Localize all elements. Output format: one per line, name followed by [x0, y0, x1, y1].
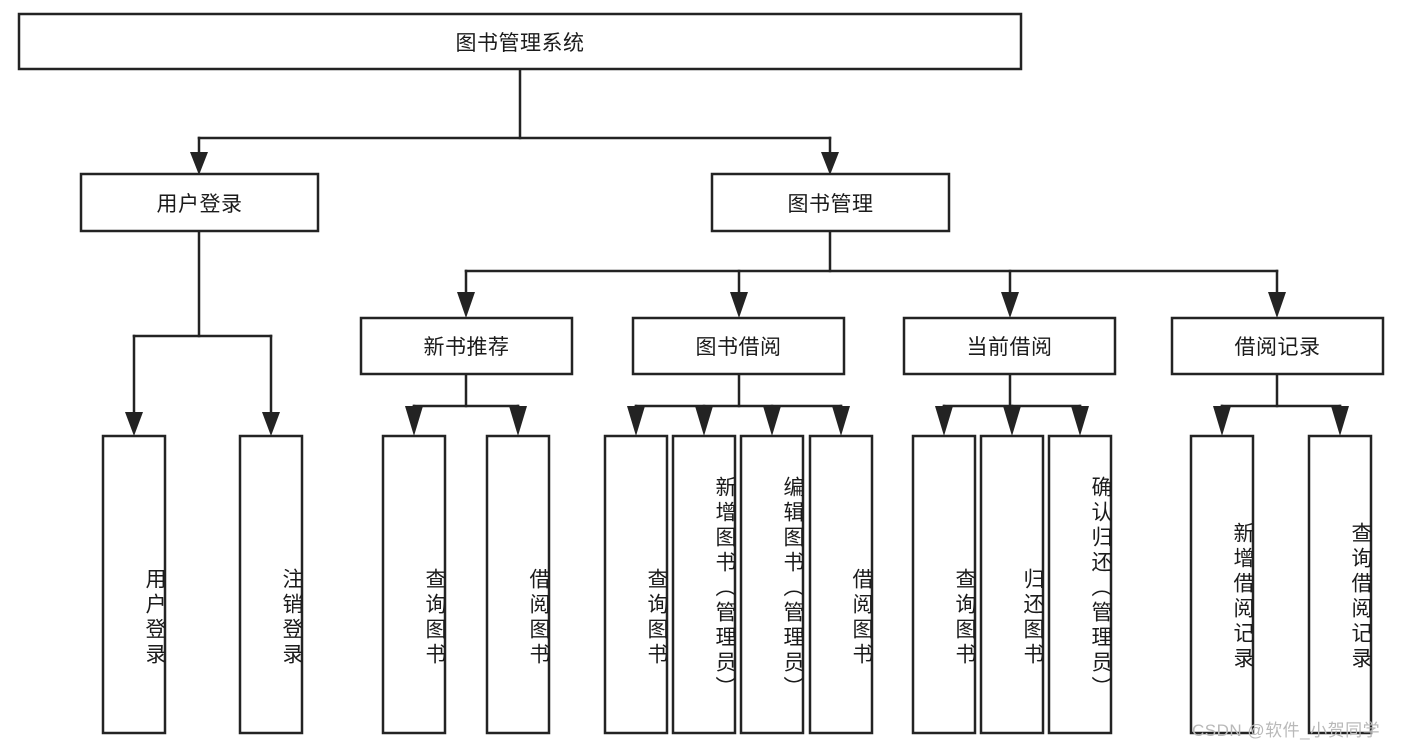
node-box-leaf-confirm-return[interactable]	[1047, 434, 1113, 735]
label-new-book-recommend: 新书推荐	[423, 336, 510, 359]
arrow-head-leaf-query-book-1	[405, 406, 423, 436]
arrow-head-leaf-add-book	[695, 406, 713, 436]
label-current-borrow: 当前借阅	[966, 336, 1053, 359]
connector-group-book-mgmt	[457, 229, 1286, 318]
label-user-login: 用户登录	[156, 192, 243, 216]
arrow-head-current-borrow	[1001, 292, 1019, 318]
arrow-head-leaf-user-login	[125, 412, 143, 436]
arrow-head-new-book-recommend	[457, 292, 475, 318]
label-leaf-logout: 注销登录	[280, 568, 302, 668]
connector-group-user-login	[125, 229, 280, 436]
node-box-leaf-return-book[interactable]	[979, 434, 1045, 735]
label-leaf-borrow-book-1: 借阅图书	[527, 568, 549, 668]
node-box-leaf-borrow-book-1[interactable]	[485, 434, 551, 735]
arrow-head-leaf-query-record	[1331, 406, 1349, 436]
arrow-head-leaf-query-book-3	[935, 406, 953, 436]
label-leaf-add-book: 新增图书（管理员）	[713, 475, 735, 701]
node-box-user-login[interactable]	[79, 172, 320, 233]
arrow-head-leaf-confirm-return	[1071, 406, 1089, 436]
label-leaf-query-book-3: 查询图书	[953, 568, 975, 668]
label-root: 图书管理系统	[455, 31, 585, 55]
node-box-leaf-query-book-3[interactable]	[911, 434, 977, 735]
node-box-leaf-borrow-book-2[interactable]	[808, 434, 874, 735]
label-leaf-query-book-2: 查询图书	[645, 568, 667, 668]
label-borrow-record: 借阅记录	[1234, 336, 1321, 359]
arrow-head-user-login	[190, 152, 208, 175]
node-box-leaf-edit-book[interactable]	[739, 434, 805, 735]
node-box-root[interactable]	[17, 12, 1023, 71]
node-box-leaf-query-record[interactable]	[1307, 434, 1373, 735]
label-book-borrow: 图书借阅	[695, 336, 782, 359]
node-box-leaf-add-book[interactable]	[671, 434, 737, 735]
node-box-leaf-user-login[interactable]	[101, 434, 167, 735]
arrow-head-leaf-borrow-book-1	[509, 406, 527, 436]
node-box-new-book-recommend[interactable]	[359, 316, 574, 376]
label-leaf-confirm-return: 确认归还（管理员）	[1089, 475, 1111, 701]
arrow-head-leaf-add-record	[1213, 406, 1231, 436]
connector-group-current-borrow	[935, 372, 1089, 436]
label-leaf-query-record: 查询借阅记录	[1349, 521, 1371, 672]
arrow-head-leaf-borrow-book-2	[832, 406, 850, 436]
label-leaf-edit-book: 编辑图书（管理员）	[781, 475, 803, 701]
label-book-management: 图书管理	[787, 192, 874, 216]
connector-group-borrow-record	[1213, 372, 1349, 436]
arrow-head-borrow-record	[1268, 292, 1286, 318]
node-box-leaf-query-book-1[interactable]	[381, 434, 447, 735]
arrow-head-leaf-query-book-2	[627, 406, 645, 436]
label-leaf-add-record: 新增借阅记录	[1231, 521, 1253, 672]
arrow-head-leaf-logout	[262, 412, 280, 436]
arrow-head-book-mgmt	[821, 152, 839, 175]
connector-group-root	[190, 67, 839, 175]
node-box-leaf-logout[interactable]	[238, 434, 304, 735]
label-leaf-borrow-book-2: 借阅图书	[850, 568, 872, 668]
node-box-book-borrow[interactable]	[631, 316, 846, 376]
node-box-leaf-query-book-2[interactable]	[603, 434, 669, 735]
node-box-leaf-add-record[interactable]	[1189, 434, 1255, 735]
arrow-head-leaf-edit-book	[763, 406, 781, 436]
node-box-current-borrow[interactable]	[902, 316, 1117, 376]
node-box-borrow-record[interactable]	[1170, 316, 1385, 376]
connector-group-new-book-recommend	[405, 372, 527, 436]
label-leaf-user-login: 用户登录	[143, 568, 165, 668]
arrow-head-leaf-return-book	[1003, 406, 1021, 436]
label-leaf-query-book-1: 查询图书	[423, 568, 445, 668]
connector-group-book-borrow	[627, 372, 850, 436]
label-leaf-return-book: 归还图书	[1021, 568, 1043, 668]
csdn-watermark: CSDN @软件_小贺同学	[1192, 721, 1381, 740]
node-box-book-management[interactable]	[710, 172, 951, 233]
arrow-head-book-borrow	[730, 292, 748, 318]
